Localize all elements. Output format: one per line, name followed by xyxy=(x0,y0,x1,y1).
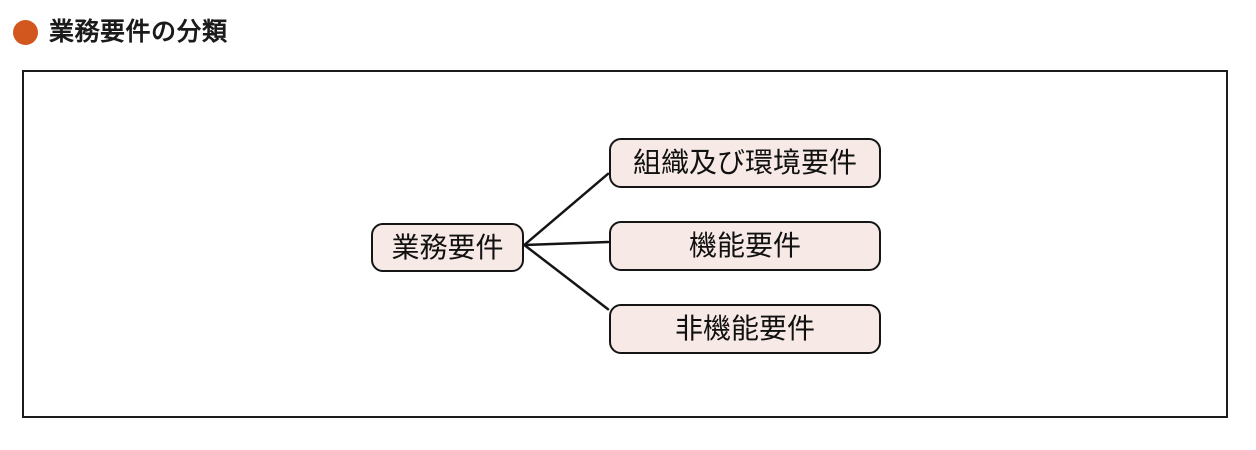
bullet-icon xyxy=(13,20,38,45)
node-functional-requirements: 機能要件 xyxy=(609,221,881,271)
diagram-canvas: 業務要件 組織及び環境要件 機能要件 非機能要件 xyxy=(22,70,1228,418)
section-header: 業務要件の分類 xyxy=(13,20,228,45)
node-business-requirements: 業務要件 xyxy=(371,223,524,272)
node-label: 機能要件 xyxy=(688,230,801,261)
node-nonfunctional-requirements: 非機能要件 xyxy=(609,304,881,354)
connector-bottom xyxy=(523,243,610,311)
node-label: 組織及び環境要件 xyxy=(632,147,857,178)
node-organization-environment-requirements: 組織及び環境要件 xyxy=(609,138,881,188)
connector-middle xyxy=(523,240,610,247)
node-label: 業務要件 xyxy=(391,231,504,263)
node-label: 非機能要件 xyxy=(674,313,815,344)
page-title: 業務要件の分類 xyxy=(49,18,228,46)
connector-lines xyxy=(523,172,610,311)
connector-top xyxy=(523,172,610,247)
